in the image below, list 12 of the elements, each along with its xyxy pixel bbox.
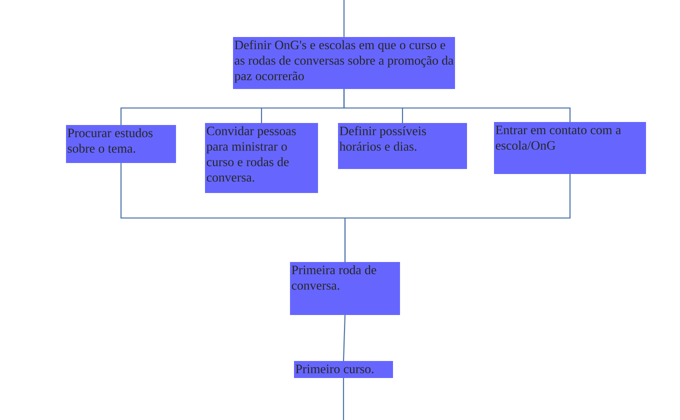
process-box: Definir possíveis horários e dias. <box>338 123 467 169</box>
connector-line <box>343 89 571 122</box>
connector-line <box>343 0 345 37</box>
connector-line <box>344 174 571 262</box>
connector-line <box>342 378 344 420</box>
process-box: Definir OnG's e escolas em que o curso e as rodas de conversas sobre a promoção da paz ocorrerão <box>233 37 455 89</box>
process-box: Primeiro curso. <box>294 361 393 378</box>
connector-line <box>342 314 346 361</box>
process-box: Convidar pessoas para ministrar o curso e rodas de conversa. <box>205 123 318 193</box>
process-box: Procurar estudos sobre o tema. <box>66 125 176 163</box>
process-box: Entrar em contato com a escola/OnG <box>494 122 646 174</box>
process-box: Primeira roda de conversa. <box>290 262 400 315</box>
